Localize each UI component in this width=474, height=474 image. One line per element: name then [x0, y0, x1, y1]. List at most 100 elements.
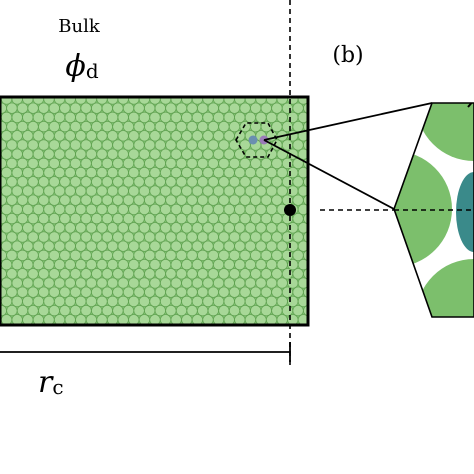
packed-disk — [250, 305, 262, 317]
packed-disk — [75, 295, 87, 307]
packed-disk — [85, 203, 97, 215]
packed-disk — [260, 176, 272, 188]
packed-disk — [38, 121, 50, 133]
packed-disk — [276, 111, 288, 123]
packed-disk — [96, 167, 108, 179]
packed-disk — [218, 121, 230, 133]
packed-disk — [149, 314, 161, 325]
packed-disk — [11, 185, 23, 197]
packed-disk — [191, 295, 203, 307]
packed-disk — [271, 286, 283, 298]
packed-disk — [43, 222, 55, 234]
packed-disk — [244, 295, 256, 307]
packed-disk — [176, 157, 188, 169]
packed-disk — [186, 268, 198, 280]
packed-disk — [255, 167, 267, 179]
packed-disk — [6, 139, 18, 151]
packed-disk — [16, 286, 28, 298]
packed-disk — [11, 203, 23, 215]
packed-disk — [1, 295, 13, 307]
packed-disk — [191, 314, 203, 325]
packed-disk — [191, 130, 203, 142]
packed-disk — [202, 148, 214, 160]
packed-disk — [75, 240, 87, 252]
packed-disk — [133, 249, 145, 261]
packed-disk — [48, 176, 60, 188]
packed-disk — [176, 305, 188, 317]
packed-disk — [266, 97, 278, 105]
packed-disk — [239, 194, 251, 206]
packed-disk — [202, 203, 214, 215]
zoom-teal-particle — [456, 172, 474, 252]
packed-disk — [234, 97, 246, 105]
packed-disk — [271, 121, 283, 133]
packed-disk — [170, 240, 182, 252]
packed-disk — [223, 314, 235, 325]
packed-disk — [229, 194, 241, 206]
packed-disk — [138, 277, 150, 289]
packed-disk — [133, 286, 145, 298]
packed-disk — [271, 102, 283, 114]
packed-disk — [117, 314, 129, 325]
packed-disk — [213, 167, 225, 179]
packed-disk — [176, 213, 188, 225]
packed-disk — [213, 259, 225, 271]
packed-disk — [250, 102, 262, 114]
packed-disk — [133, 102, 145, 114]
packed-disk — [85, 295, 97, 307]
packed-disk — [281, 139, 293, 151]
packed-disk — [54, 167, 66, 179]
packed-disk — [250, 249, 262, 261]
packed-disk — [96, 295, 108, 307]
packed-disk — [112, 194, 124, 206]
packed-disk — [255, 203, 267, 215]
packed-disk — [107, 97, 119, 105]
packed-disk — [154, 139, 166, 151]
packed-disk — [112, 305, 124, 317]
packed-disk — [297, 111, 308, 123]
packed-disk — [266, 185, 278, 197]
packed-disk — [85, 130, 97, 142]
packed-disk — [207, 286, 219, 298]
packed-disk — [250, 213, 262, 225]
packed-disk — [96, 277, 108, 289]
packed-disk — [287, 314, 299, 325]
packed-disk — [38, 157, 50, 169]
packed-disk — [181, 130, 193, 142]
packed-disk — [207, 249, 219, 261]
packed-disk — [133, 194, 145, 206]
packed-disk — [213, 222, 225, 234]
packed-disk — [260, 194, 272, 206]
packed-disk — [6, 305, 18, 317]
packed-disk — [160, 203, 172, 215]
rc-label: rc — [38, 365, 64, 400]
packed-disk — [11, 167, 23, 179]
packed-disk — [64, 167, 76, 179]
packed-disk — [218, 102, 230, 114]
packed-disk — [297, 185, 308, 197]
packed-disk — [16, 213, 28, 225]
packed-disk — [197, 121, 209, 133]
packed-disk — [281, 157, 293, 169]
packed-disk — [223, 148, 235, 160]
packed-disk — [244, 314, 256, 325]
r-symbol: r — [38, 365, 54, 400]
packed-disk — [266, 240, 278, 252]
packed-disk — [255, 259, 267, 271]
packed-disk — [91, 176, 103, 188]
packed-disk — [91, 194, 103, 206]
packed-disk — [154, 286, 166, 298]
packed-disk — [197, 305, 209, 317]
packed-disk — [70, 213, 82, 225]
packed-disk — [266, 222, 278, 234]
packed-disk — [207, 213, 219, 225]
packed-disk — [11, 314, 23, 325]
boundary-point — [284, 204, 296, 216]
packed-disk — [160, 111, 172, 123]
packed-disk — [239, 268, 251, 280]
packing-region — [0, 95, 310, 327]
packed-disk — [128, 314, 140, 325]
packed-disk — [117, 185, 129, 197]
packed-disk — [218, 305, 230, 317]
packed-disk — [32, 314, 44, 325]
